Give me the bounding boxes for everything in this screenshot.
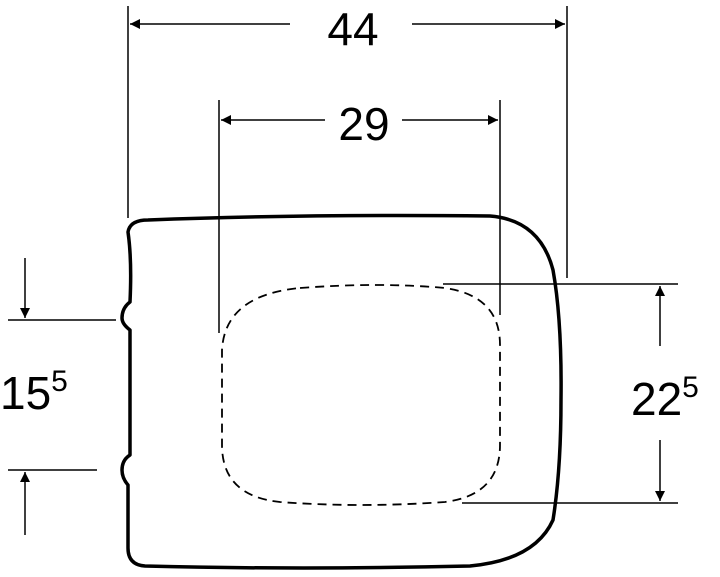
dim-label-overall-width: 44 bbox=[327, 3, 378, 55]
dim-label-hinge-spacing: 155 bbox=[0, 365, 68, 419]
seat-outer-outline bbox=[120, 213, 563, 570]
dim-label-hinge-spacing-main: 15 bbox=[0, 367, 51, 419]
dim-label-hinge-spacing-sup: 5 bbox=[51, 365, 68, 398]
dim-label-inner-depth: 225 bbox=[631, 371, 699, 425]
seat-inner-opening bbox=[221, 284, 501, 506]
dim-label-inner-width: 29 bbox=[338, 98, 389, 150]
dim-label-inner-depth-main: 22 bbox=[631, 373, 682, 425]
dim-label-inner-depth-sup: 5 bbox=[682, 371, 699, 404]
